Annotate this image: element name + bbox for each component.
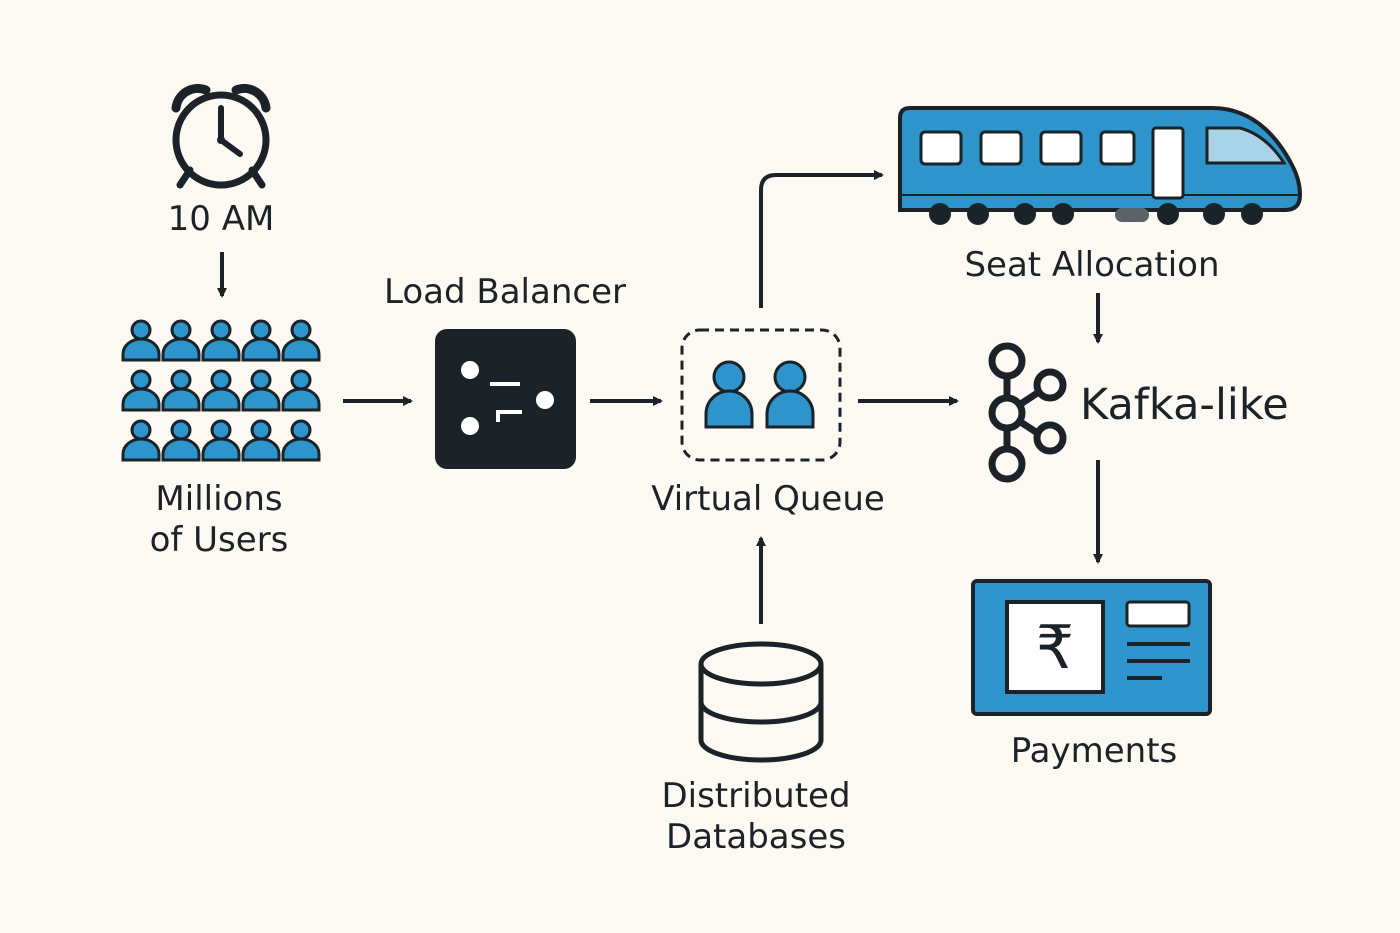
user-figure-body xyxy=(281,387,321,412)
kafka-label: Kafka-like xyxy=(1080,380,1289,430)
load-balancer-label: Load Balancer xyxy=(384,272,626,312)
train-icon xyxy=(898,106,1303,225)
user-figure-body xyxy=(161,337,201,362)
users-label-line1: Millions xyxy=(155,479,283,519)
user-figure-head xyxy=(210,369,232,391)
user-figure-body xyxy=(241,387,281,412)
kafka-icon xyxy=(988,342,1067,483)
user-figure-head xyxy=(170,419,192,441)
seat-allocation-label: Seat Allocation xyxy=(964,245,1220,285)
arrow-queue-to-seat xyxy=(759,170,884,308)
user-figure-head xyxy=(290,369,312,391)
user-figure-head xyxy=(170,369,192,391)
user-figure-body xyxy=(201,387,241,412)
user-figure-head xyxy=(290,419,312,441)
payments-label: Payments xyxy=(1010,731,1178,771)
user-figure-body xyxy=(121,437,161,462)
user-figure-head xyxy=(290,319,312,341)
user-figure-head xyxy=(250,369,272,391)
user-figure-head xyxy=(130,369,152,391)
user-figure-head xyxy=(170,319,192,341)
user-figure-body xyxy=(201,337,241,362)
rupee-payment-icon xyxy=(971,579,1212,716)
databases-label-line1: Distributed xyxy=(661,776,851,816)
user-figure-body xyxy=(241,437,281,462)
databases-label-line2: Databases xyxy=(666,817,846,857)
user-figure-head xyxy=(210,319,232,341)
queue-users-icon xyxy=(680,328,842,462)
database-icon xyxy=(698,641,824,763)
user-figure-head xyxy=(130,419,152,441)
users-label-line2: of Users xyxy=(149,520,289,560)
alarm-clock-icon xyxy=(171,83,271,189)
user-figure-head xyxy=(210,419,232,441)
user-figure-body xyxy=(161,437,201,462)
user-figure-body xyxy=(121,337,161,362)
user-figure-head xyxy=(250,419,272,441)
user-figure-head xyxy=(130,319,152,341)
user-figure-body xyxy=(201,437,241,462)
user-figure-body xyxy=(121,387,161,412)
users-crowd-icon xyxy=(121,319,321,462)
load-balancer-icon xyxy=(435,329,576,469)
rupee-symbol: ₹ xyxy=(1035,613,1075,683)
flow-arrows xyxy=(217,170,1103,624)
user-figure-body xyxy=(241,337,281,362)
clock-label: 10 AM xyxy=(167,199,275,239)
user-figure-body xyxy=(281,437,321,462)
user-figure-body xyxy=(281,337,321,362)
user-figure-body xyxy=(161,387,201,412)
virtual-queue-label: Virtual Queue xyxy=(651,479,885,519)
user-figure-head xyxy=(250,319,272,341)
